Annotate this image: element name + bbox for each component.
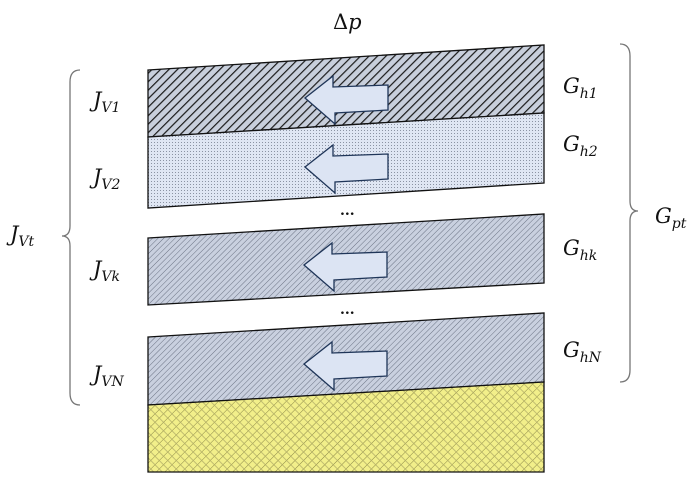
conductance-total-label: Gpt — [655, 204, 687, 232]
flux-label-k: JVk — [89, 257, 120, 285]
conductance-label-2: Gh2 — [563, 132, 598, 160]
conductance-label-k: Ghk — [563, 236, 597, 264]
left-brace — [61, 69, 81, 406]
flux-label-1: JV1 — [89, 88, 120, 116]
flux-total-label: JVt — [6, 222, 35, 250]
flux-label-2: JV2 — [89, 165, 121, 193]
right-brace — [619, 43, 639, 383]
conductance-label-1: Gh1 — [563, 74, 598, 102]
ellipsis: ... — [340, 203, 355, 219]
pressure-drop-label: Δp — [333, 10, 362, 34]
flux-label-n: JVN — [89, 362, 125, 390]
ellipsis: ... — [340, 302, 355, 318]
conductance-label-n: GhN — [563, 338, 602, 366]
substrate-layer — [147, 381, 545, 473]
